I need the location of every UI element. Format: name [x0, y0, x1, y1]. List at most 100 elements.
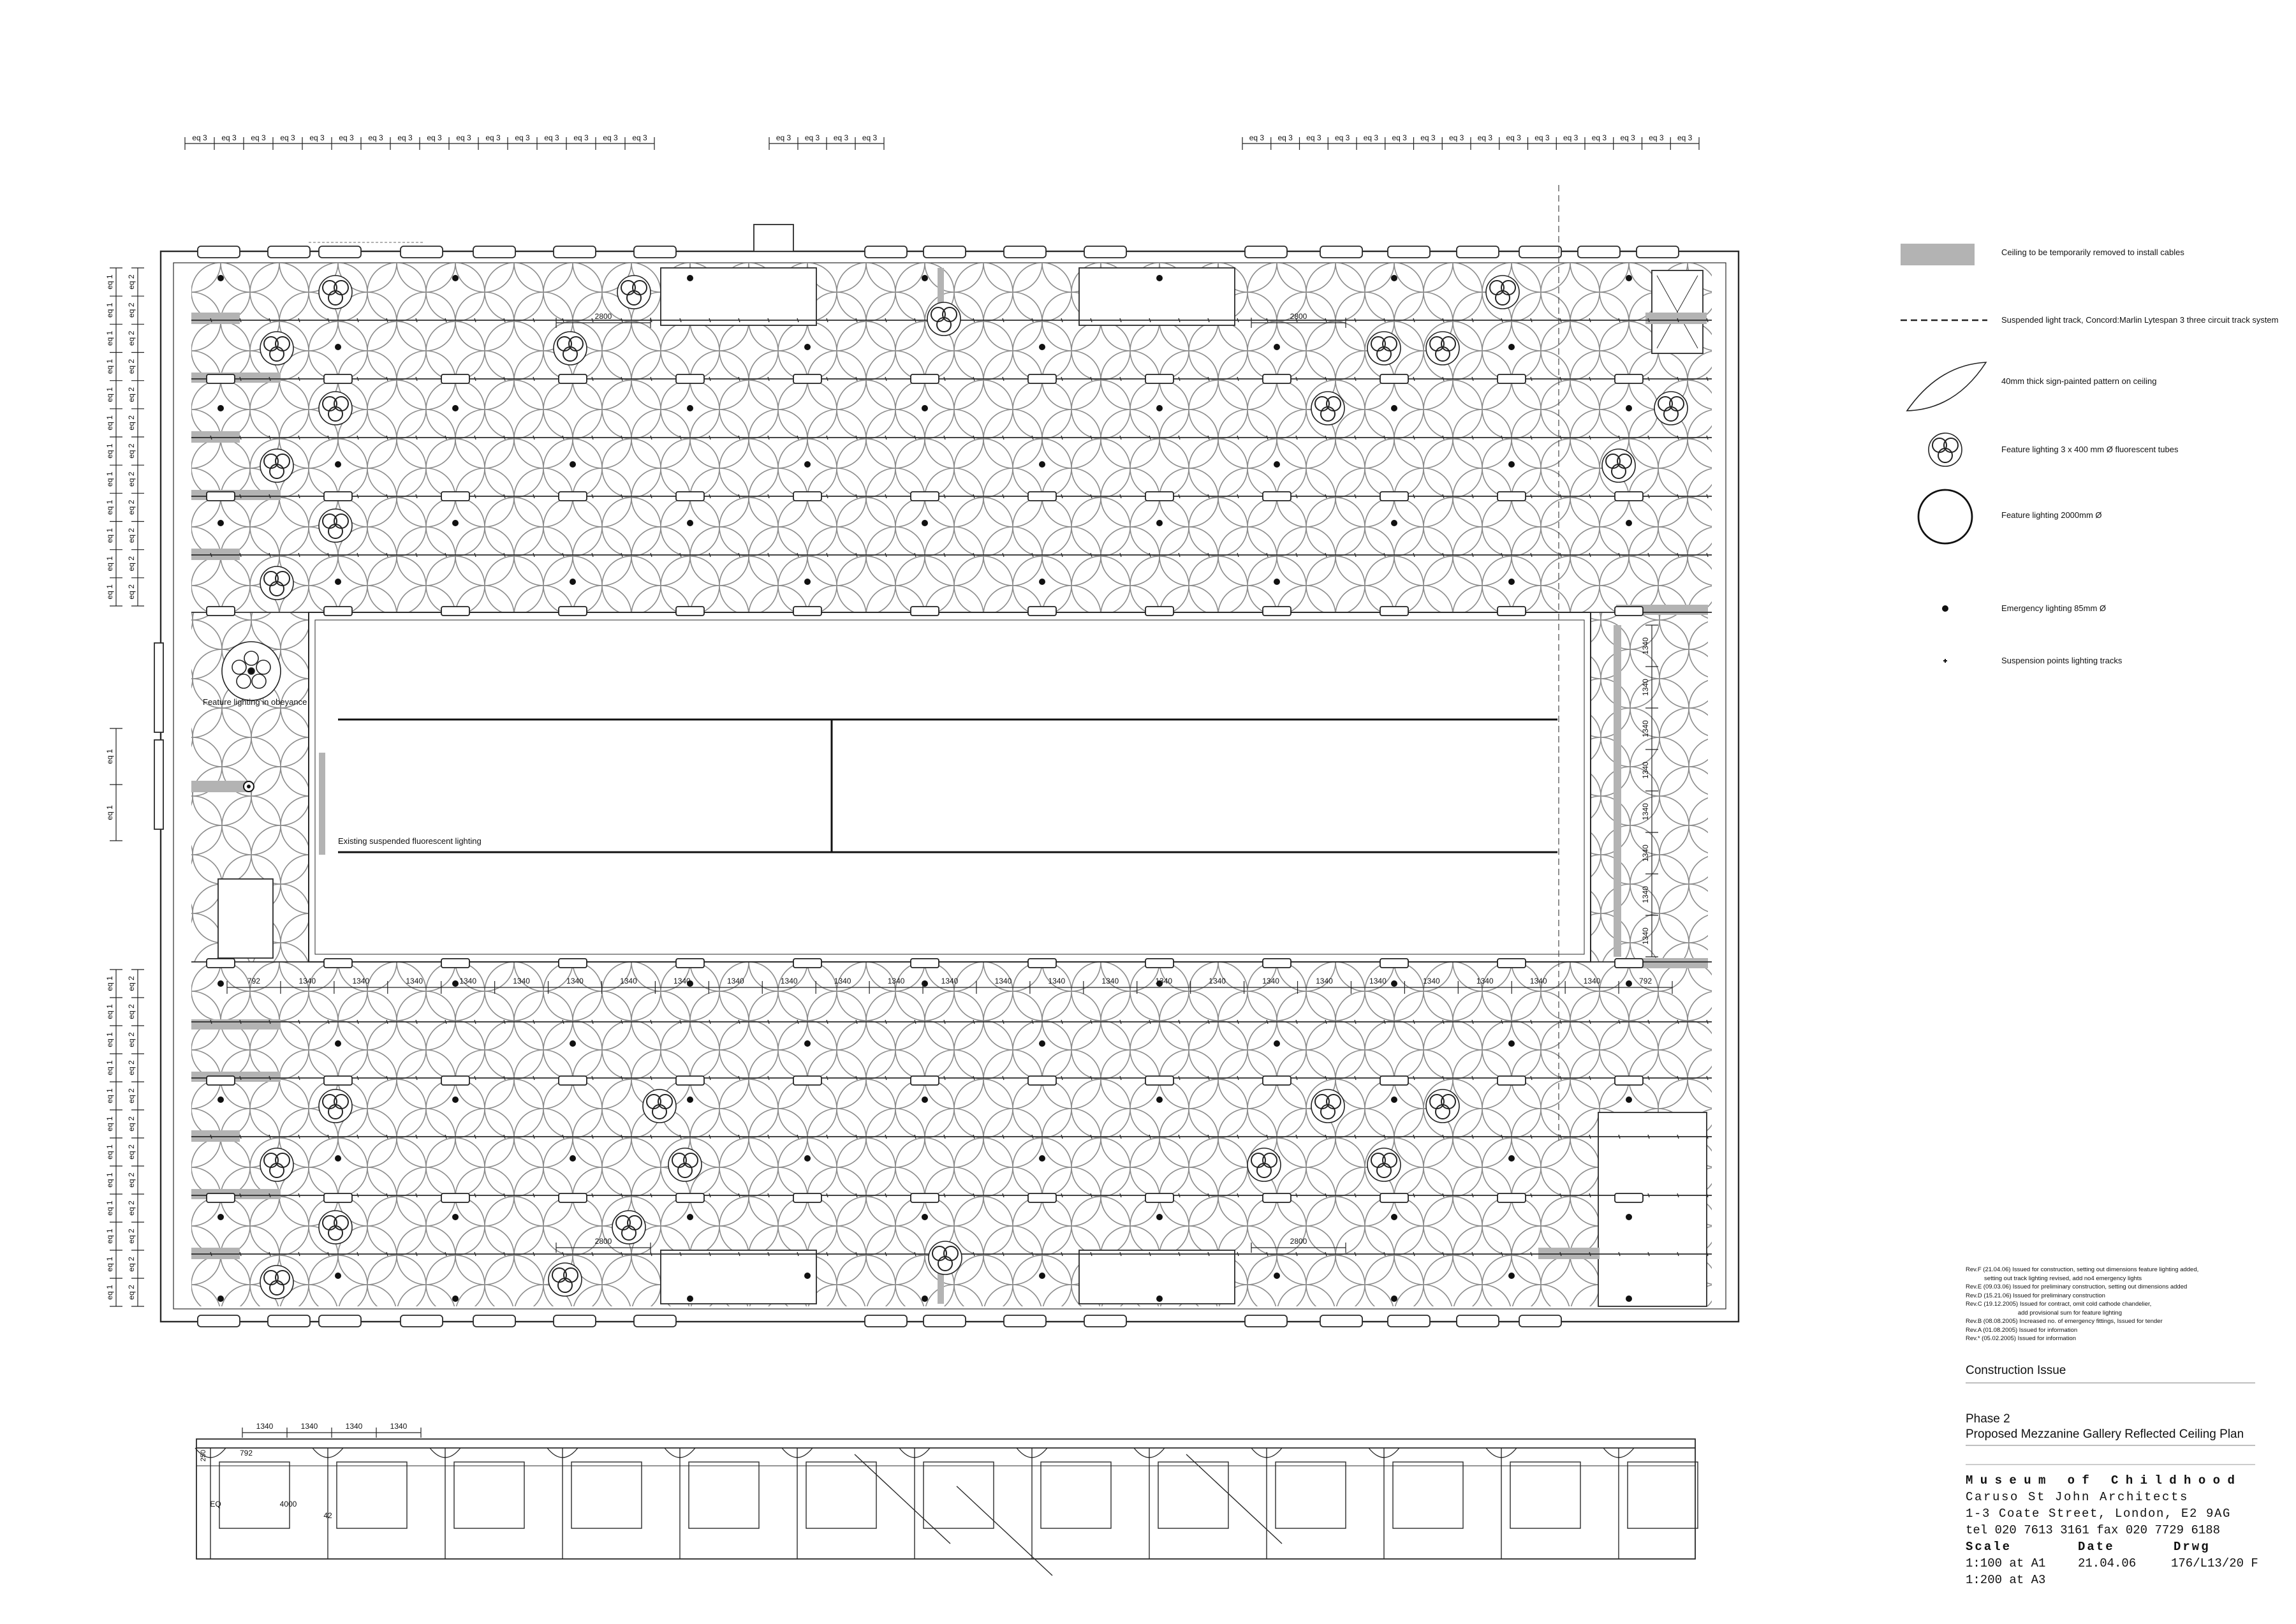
drawing-number-heading: Drwg — [2174, 1540, 2211, 1554]
track-tick — [1589, 1019, 1591, 1024]
track-tick — [1559, 1019, 1562, 1024]
track-tick — [1090, 1134, 1093, 1139]
track-tick — [1002, 1251, 1004, 1257]
section-bay — [1158, 1461, 1229, 1529]
track-tick — [386, 318, 388, 323]
window-bay-top — [553, 246, 596, 258]
track-valve — [1380, 958, 1409, 968]
section-bay — [1040, 1461, 1112, 1529]
track-tick — [1237, 435, 1239, 440]
track-tick — [503, 1075, 506, 1081]
track-tick — [1207, 494, 1210, 499]
track-valve — [1380, 491, 1409, 501]
track-tick — [239, 376, 242, 381]
track-tick — [1677, 1075, 1679, 1081]
track-tick — [1618, 1134, 1621, 1139]
track-tick — [1178, 376, 1181, 381]
track-tick — [650, 552, 652, 557]
track-valve — [206, 491, 235, 501]
track-tick — [562, 1134, 564, 1139]
dim-text: 1340 — [1155, 977, 1172, 985]
track-valve — [910, 374, 939, 384]
track-tick — [1677, 435, 1679, 440]
track-tick — [1501, 552, 1503, 557]
track-tick — [1119, 1019, 1122, 1024]
track-tick — [591, 1075, 594, 1081]
track-tick — [357, 1019, 359, 1024]
section-capital — [1251, 1447, 1283, 1458]
track-tick — [210, 435, 212, 440]
emergency-light-dot — [1274, 579, 1280, 585]
window-bay-top — [633, 246, 677, 258]
track-tick — [386, 1251, 388, 1257]
window-bay-bottom — [318, 1315, 362, 1327]
section-capital — [547, 1447, 578, 1458]
track-tick — [679, 1019, 682, 1024]
track-tick — [1442, 1075, 1445, 1081]
track-tick — [1178, 1193, 1181, 1198]
dim-text: 1340 — [1316, 977, 1333, 985]
emergency-light-dot — [570, 1040, 576, 1047]
track-tick — [1589, 1134, 1591, 1139]
emergency-light-dot — [1626, 405, 1632, 411]
track-tick — [1618, 1019, 1621, 1024]
track-valve — [910, 958, 939, 968]
dim-text: eq 3 — [1649, 133, 1664, 142]
dim-text: eq 1 — [105, 330, 114, 346]
dim-text: eq 3 — [603, 133, 618, 142]
triple-fixture-icon — [260, 331, 294, 365]
track-tick — [650, 1075, 652, 1081]
scale-a3: 1:200 at A3 — [1966, 1573, 2046, 1587]
track-tick — [855, 1251, 858, 1257]
window-bay-bottom — [553, 1315, 596, 1327]
track-tick — [797, 552, 799, 557]
track-tick — [621, 1251, 623, 1257]
track-tick — [357, 1134, 359, 1139]
track-tick — [943, 494, 946, 499]
dim-text: eq 3 — [573, 133, 589, 142]
dim-text: 1340 — [1641, 803, 1650, 820]
track-tick — [1090, 435, 1093, 440]
central-void — [308, 612, 1591, 963]
track-tick — [1207, 1075, 1210, 1081]
section-bay — [1627, 1461, 1698, 1529]
track-tick — [298, 435, 300, 440]
revision-line: Rev.E (09.03.06) Issued for preliminary … — [1966, 1283, 2188, 1290]
track-tick — [415, 1075, 418, 1081]
section-bay — [1275, 1461, 1346, 1529]
track-tick — [1090, 1251, 1093, 1257]
window-bay-west — [154, 642, 164, 733]
track-tick — [621, 1193, 623, 1198]
emergency-light-dot — [922, 1096, 928, 1103]
track-tick — [1530, 435, 1533, 440]
dim-text: eq 2 — [127, 1116, 136, 1132]
track-tick — [1383, 552, 1386, 557]
section-bay — [806, 1461, 877, 1529]
track-valve — [441, 958, 470, 968]
dim-text: 1340 — [406, 977, 423, 985]
track-tick — [855, 435, 858, 440]
track-tick — [239, 435, 242, 440]
track-tick — [269, 1251, 271, 1257]
dim-text: eq 1 — [105, 443, 114, 459]
track-valve — [558, 374, 587, 384]
emergency-light-dot — [335, 1273, 341, 1279]
section-bay — [219, 1461, 290, 1529]
track-tick — [298, 494, 300, 499]
track-tick — [1471, 1134, 1474, 1139]
emergency-light-dot — [1039, 344, 1045, 350]
track-tick — [269, 376, 271, 381]
emergency-light-dot — [1039, 1040, 1045, 1047]
dim-text: 792 — [247, 977, 260, 985]
window-bay-bottom — [1084, 1315, 1127, 1327]
track-tick — [1647, 435, 1650, 440]
track-tick — [621, 1134, 623, 1139]
emergency-light-dot — [217, 275, 224, 281]
emergency-light-dot — [1391, 1096, 1397, 1103]
section-capital — [781, 1447, 813, 1458]
window-bays — [154, 246, 1679, 1327]
track-tick — [1207, 1193, 1210, 1198]
dim-text: eq 3 — [776, 133, 791, 142]
track-tick — [533, 552, 535, 557]
dim-text: eq 2 — [127, 556, 136, 572]
